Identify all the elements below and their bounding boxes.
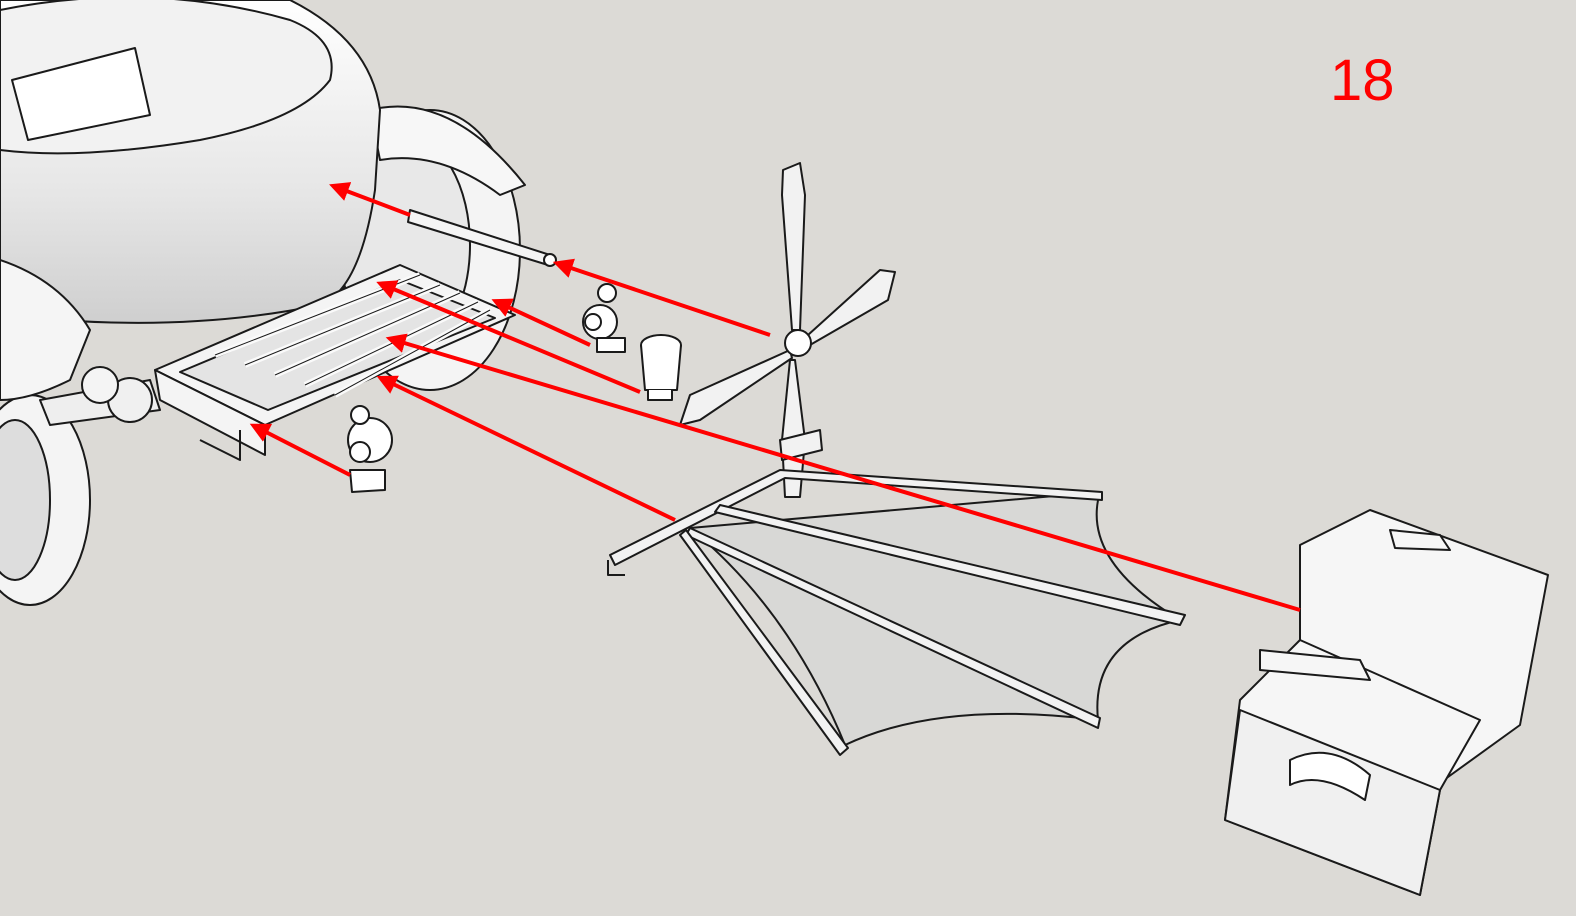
arrow-lamp-left-to-rack	[249, 423, 351, 477]
arrow-windmill-to-rod	[552, 258, 771, 337]
windmill-part	[679, 162, 896, 498]
step-number: 18	[1330, 48, 1395, 113]
assembly-arrows	[249, 182, 1301, 612]
car-body	[0, 0, 381, 401]
arrow-lamp-to-rack	[491, 298, 591, 347]
rear-axle	[39, 366, 161, 426]
arrow-canister-to-rack	[376, 280, 641, 394]
luggage-rack	[154, 264, 516, 461]
sail-part	[607, 469, 1186, 756]
arrow-sail-to-rack	[376, 375, 676, 522]
arrow-rod-to-body	[329, 182, 411, 217]
front-wheel	[0, 394, 91, 606]
canister-part	[640, 334, 682, 401]
lamp-part-right	[582, 283, 626, 353]
trunk-part	[1224, 509, 1549, 896]
arrow-trunk-to-rack	[385, 333, 1301, 612]
lamp-part-left	[347, 405, 393, 493]
